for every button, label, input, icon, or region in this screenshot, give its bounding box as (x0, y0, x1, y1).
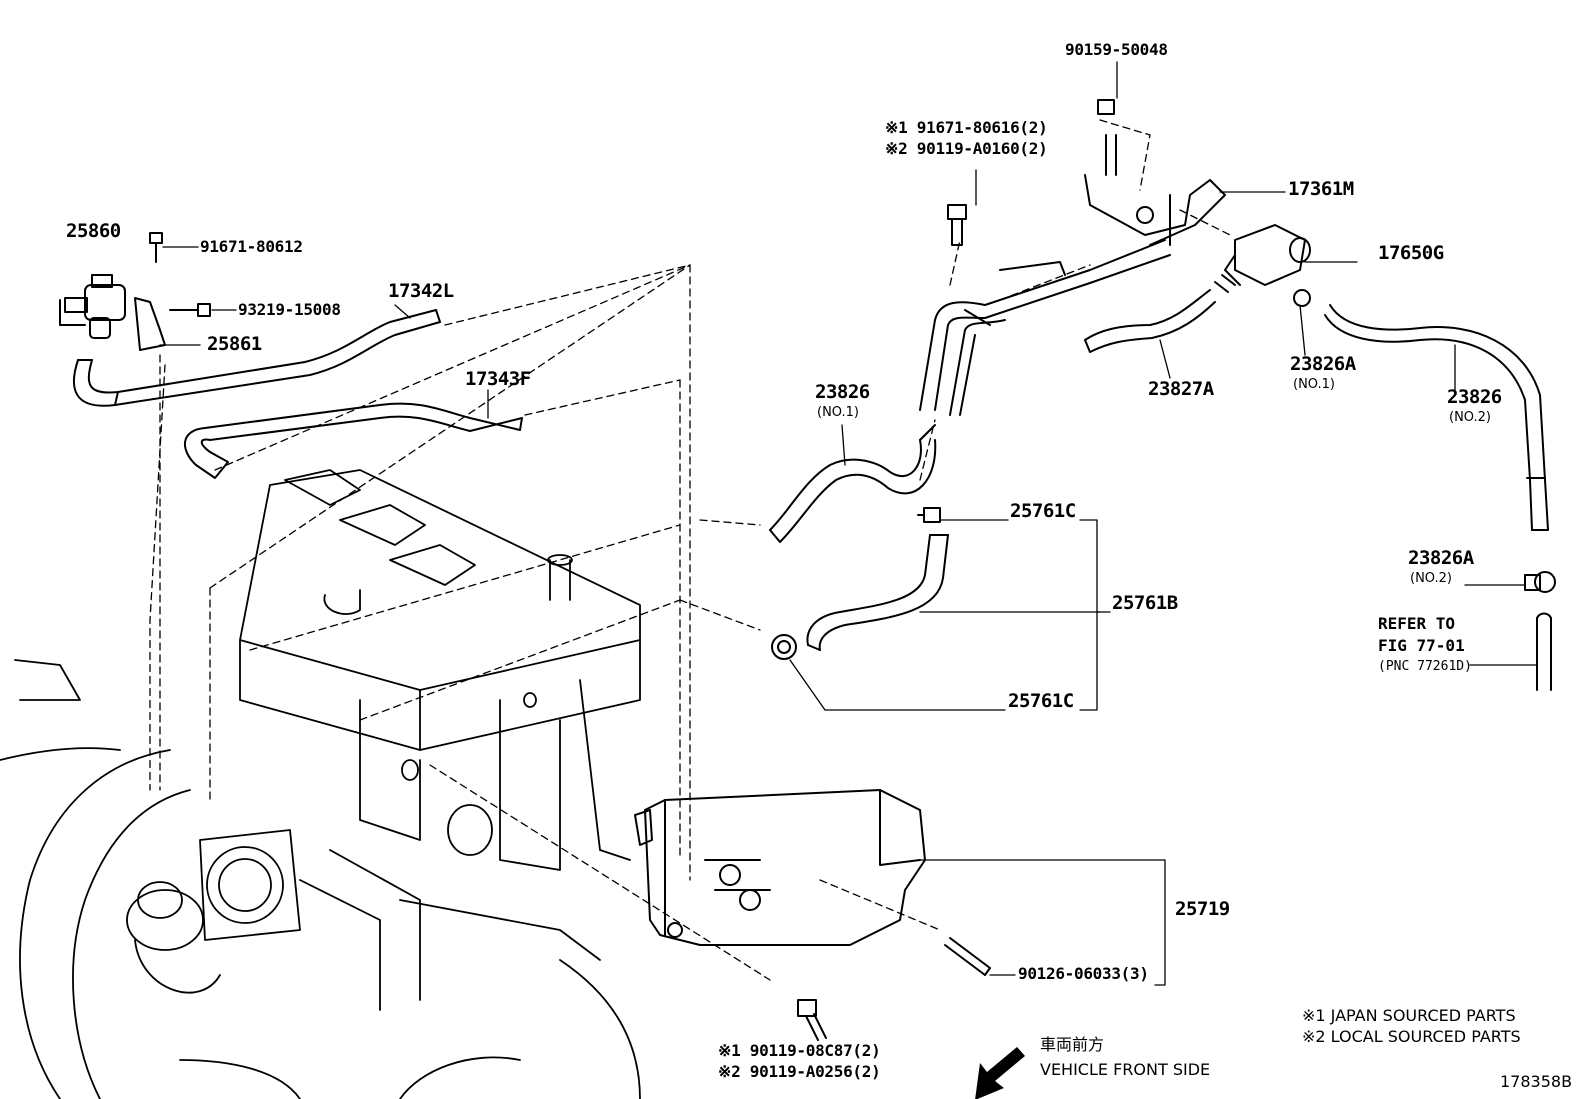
label-23826-no2: 23826 (1447, 386, 1502, 408)
label-23826A-no1: 23826A (1290, 353, 1356, 375)
bolt-top (947, 204, 967, 246)
label-bolt-bottom-2: ※2 90119-A0256(2) (718, 1062, 881, 1081)
label-23826A-no2-sub: (NO.2) (1410, 571, 1452, 586)
label-25719: 25719 (1175, 898, 1230, 920)
stud-90126 (944, 937, 991, 976)
hose-23827A (1084, 289, 1216, 353)
hose-25761B (771, 507, 949, 660)
label-25860: 25860 (66, 220, 121, 242)
clamp-23826A-no2 (1524, 571, 1556, 593)
engine-block (0, 469, 641, 1099)
label-90126-06033: 90126-06033(3) (1018, 964, 1149, 983)
label-17650G: 17650G (1378, 242, 1444, 264)
hose-23826-no1 (769, 424, 937, 543)
label-23826A-no2: 23826A (1408, 547, 1474, 569)
leader-lines (159, 61, 1538, 986)
label-93219-15008: 93219-15008 (238, 300, 341, 319)
refer-line-3: (PNC 77261D) (1378, 659, 1472, 674)
label-23826-no2-sub: (NO.2) (1449, 410, 1491, 425)
dashed-guides (149, 119, 1231, 981)
label-90159-50048: 90159-50048 (1065, 40, 1168, 59)
bracket-17361M (1084, 99, 1226, 246)
vsv-25860 (59, 232, 211, 351)
note-japan-sourced: ※1 JAPAN SOURCED PARTS (1302, 1006, 1516, 1025)
label-25761C-bottom: 25761C (1008, 690, 1074, 712)
canister-25719 (634, 789, 926, 946)
refer-hose (1536, 612, 1552, 691)
label-bolt-top-1: ※1 91671-80616(2) (885, 118, 1048, 137)
hose-pair-upper (919, 239, 1171, 416)
vehicle-front-arrow-icon (975, 1047, 1025, 1099)
label-91671-80612: 91671-80612 (200, 237, 303, 256)
direction-jp: 車両前方 (1040, 1035, 1105, 1054)
label-23826-no1: 23826 (815, 381, 870, 403)
valve-17650G (1214, 224, 1311, 307)
label-bolt-top-2: ※2 90119-A0160(2) (885, 139, 1048, 158)
direction-en: VEHICLE FRONT SIDE (1040, 1060, 1211, 1079)
note-local-sourced: ※2 LOCAL SOURCED PARTS (1302, 1027, 1521, 1046)
label-23826A-no1-sub: (NO.1) (1293, 377, 1335, 392)
label-17343F: 17343F (465, 368, 531, 390)
hose-23826-no2 (1324, 304, 1549, 531)
hose-17343F (183, 402, 523, 479)
figure-id: 178358B (1500, 1072, 1573, 1091)
label-23826-no1-sub: (NO.1) (817, 405, 859, 420)
label-23827A: 23827A (1148, 378, 1214, 400)
label-25861: 25861 (207, 333, 262, 355)
label-17361M: 17361M (1288, 178, 1354, 200)
label-25761B: 25761B (1112, 592, 1178, 614)
bolt-bottom (797, 999, 827, 1041)
hose-17342L (73, 309, 441, 407)
label-bolt-bottom-1: ※1 90119-08C87(2) (718, 1041, 881, 1060)
refer-line-1: REFER TO (1378, 614, 1456, 633)
label-17342L: 17342L (388, 280, 454, 302)
refer-line-2: FIG 77-01 (1378, 636, 1465, 655)
label-25761C-top: 25761C (1010, 500, 1076, 522)
